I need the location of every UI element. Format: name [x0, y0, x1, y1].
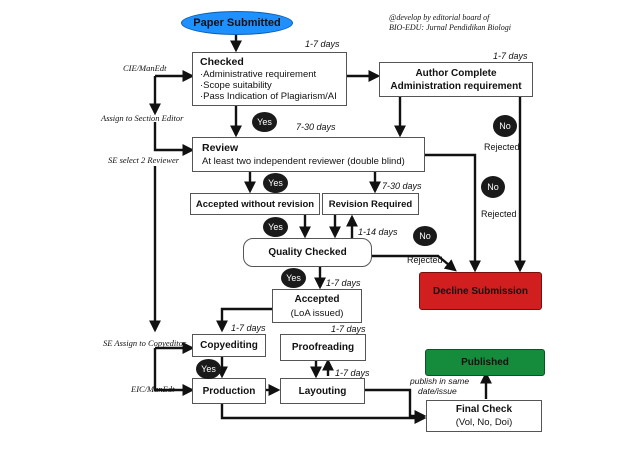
- arrow-review-decline: [425, 153, 481, 273]
- paper-submitted-node: Paper Submitted: [181, 11, 293, 35]
- published-label: Published: [461, 357, 509, 368]
- yes-badge-accepted-wo: Yes: [263, 217, 288, 237]
- review-title: Review: [202, 142, 239, 154]
- duration-revision: 7-30 days: [382, 181, 422, 191]
- decline-submission-label: Decline Submission: [432, 285, 529, 297]
- no-badge-quality: No: [413, 226, 437, 246]
- arrow-accepted-copyediting: [216, 307, 272, 333]
- duration-quality: 1-14 days: [358, 227, 398, 237]
- role-se-assign-copyeditor: SE Assign to Copyeditor: [103, 338, 187, 348]
- duration-copyediting: 1-7 days: [231, 323, 266, 333]
- checked-node: Checked ·Administrative requirement ·Sco…: [192, 52, 347, 106]
- review-node: Review At least two independent reviewer…: [192, 137, 425, 172]
- duration-review: 7-30 days: [296, 122, 336, 132]
- rejected-label-quality: Rejected: [407, 255, 443, 265]
- arrow-rail-seg2: [153, 122, 195, 156]
- duration-accepted: 1-7 days: [326, 278, 361, 288]
- final-check-node: Final Check (Vol, No, Doi): [426, 400, 542, 432]
- role-eic-manedt: EIC/ManEdt: [131, 384, 175, 394]
- decline-submission-node: Decline Submission: [419, 272, 542, 310]
- revision-required-node: Revision Required: [322, 193, 419, 215]
- accepted-subtitle: (LoA issued): [290, 308, 344, 319]
- credit-line-2: BIO-EDU: Jurnal Pendidikan Biologi: [389, 23, 511, 32]
- final-check-title: Final Check: [455, 404, 513, 415]
- production-node: Production: [192, 378, 266, 404]
- proofreading-label: Proofreading: [291, 342, 355, 353]
- author-complete-line-2: Administration requirement: [390, 81, 522, 92]
- checked-item-3: ·Pass Indication of Plagiarism/AI: [200, 91, 337, 102]
- role-assign-section-editor: Assign to Section Editor: [101, 113, 184, 123]
- final-check-subtitle: (Vol, No, Doi): [455, 417, 513, 428]
- arrow-rail-production: [153, 348, 195, 396]
- paper-submitted-label: Paper Submitted: [193, 17, 281, 29]
- copyediting-node: Copyediting: [192, 334, 266, 357]
- layouting-label: Layouting: [298, 386, 347, 397]
- arrow-production-final: [220, 404, 427, 424]
- duration-to-author: 1-7 days: [493, 51, 528, 61]
- production-label: Production: [202, 386, 256, 397]
- checked-item-2: ·Scope suitability: [200, 80, 272, 91]
- proofreading-node: Proofreading: [280, 334, 366, 361]
- author-complete-node: Author Complete Administration requireme…: [379, 62, 533, 97]
- duration-layouting: 1-7 days: [335, 368, 370, 378]
- yes-badge-quality: Yes: [281, 268, 306, 288]
- role-se-select-reviewer: SE select 2 Reviewer: [108, 155, 180, 165]
- revision-required-label: Revision Required: [328, 199, 413, 210]
- yes-badge-review: Yes: [263, 173, 288, 193]
- credit-line-1: @develop by editorial board of: [389, 13, 490, 22]
- author-complete-line-1: Author Complete: [415, 68, 497, 79]
- publish-note-line-2: date/issue: [418, 386, 457, 396]
- no-badge-author: No: [493, 115, 517, 137]
- yes-badge-copyediting: Yes: [196, 359, 221, 379]
- no-badge-review: No: [481, 176, 505, 198]
- layouting-node: Layouting: [280, 378, 365, 404]
- duration-proofreading: 1-7 days: [331, 324, 366, 334]
- arrow-quality-decline: [372, 254, 457, 272]
- published-node: Published: [425, 349, 545, 376]
- role-cie-manedt: CIE/ManEdt: [123, 63, 167, 73]
- accepted-without-revision-label: Accepted without revision: [195, 199, 315, 210]
- accepted-node: Accepted (LoA issued): [272, 289, 362, 323]
- rejected-label-author: Rejected: [484, 142, 520, 152]
- arrow-layouting-final: [365, 388, 427, 422]
- yes-badge-checked: Yes: [252, 112, 277, 132]
- checked-title: Checked: [200, 56, 244, 68]
- duration-after-submitted: 1-7 days: [305, 39, 340, 49]
- rejected-label-review: Rejected: [481, 209, 517, 219]
- accepted-title: Accepted: [294, 294, 340, 305]
- accepted-without-revision-node: Accepted without revision: [190, 193, 320, 215]
- publish-note-line-1: publish in same: [410, 376, 470, 386]
- quality-checked-label: Quality Checked: [268, 247, 347, 258]
- copyediting-label: Copyediting: [200, 340, 258, 351]
- checked-item-1: ·Administrative requirement: [200, 69, 317, 80]
- quality-checked-node: Quality Checked: [243, 238, 372, 267]
- review-subtitle: At least two independent reviewer (doubl…: [202, 156, 405, 167]
